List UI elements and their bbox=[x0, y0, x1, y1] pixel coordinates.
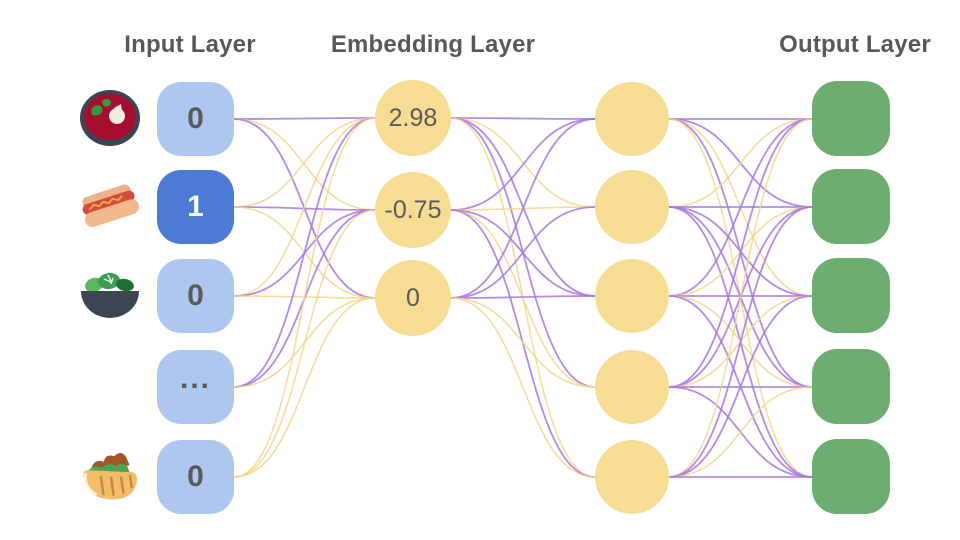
connection-edge bbox=[668, 118, 813, 388]
connection-edge bbox=[668, 118, 813, 478]
connection-edge bbox=[233, 117, 376, 208]
embedding-node: -0.75 bbox=[375, 172, 451, 248]
input-node: 0 bbox=[157, 440, 234, 514]
hotdog-icon bbox=[78, 175, 142, 239]
connection-edge bbox=[233, 209, 376, 478]
output-node bbox=[812, 439, 890, 514]
connection-edge bbox=[450, 209, 596, 388]
embedding-layer-heading: Embedding Layer bbox=[330, 31, 536, 58]
connection-edge bbox=[450, 117, 596, 208]
input-node-value: 1 bbox=[187, 190, 204, 223]
connection-edge bbox=[450, 118, 596, 211]
connection-edge bbox=[233, 117, 376, 478]
connection-edge bbox=[668, 118, 813, 208]
connection-edge bbox=[450, 297, 596, 478]
connection-edge bbox=[450, 295, 596, 299]
embedding-node: 0 bbox=[375, 260, 451, 336]
connection-edge bbox=[450, 297, 596, 388]
embedding-node-value: -0.75 bbox=[384, 195, 442, 224]
connection-edge bbox=[233, 117, 376, 297]
output-node bbox=[812, 349, 890, 424]
embedding-node-value: 0 bbox=[406, 283, 420, 312]
input-node-value: ... bbox=[179, 362, 211, 395]
connection-edge bbox=[450, 117, 596, 120]
input-layer-heading: Input Layer bbox=[124, 31, 256, 58]
connection-edge bbox=[450, 118, 596, 299]
salad-icon bbox=[78, 264, 142, 328]
connection-edge bbox=[668, 118, 813, 297]
output-node bbox=[812, 258, 890, 333]
connection-edge bbox=[668, 206, 813, 478]
output-layer-heading: Output Layer bbox=[779, 31, 931, 58]
connection-edge bbox=[233, 117, 376, 388]
connection-edge bbox=[450, 206, 596, 299]
connection-edge bbox=[233, 118, 376, 211]
output-node bbox=[812, 81, 890, 156]
hidden-node bbox=[595, 170, 669, 244]
output-node bbox=[812, 169, 890, 244]
input-node-value: 0 bbox=[187, 279, 204, 312]
input-node-value: 0 bbox=[187, 102, 204, 135]
hidden-node bbox=[595, 82, 669, 156]
hidden-node bbox=[595, 259, 669, 333]
embedding-node-value: 2.98 bbox=[388, 103, 438, 132]
connection-edge bbox=[233, 297, 376, 478]
input-node: 0 bbox=[157, 259, 234, 333]
input-node: ... bbox=[157, 350, 234, 424]
embedding-node: 2.98 bbox=[375, 80, 451, 156]
input-node-value: 0 bbox=[187, 460, 204, 493]
connection-edge bbox=[668, 386, 813, 478]
input-node: 0 bbox=[157, 82, 234, 156]
hidden-node bbox=[595, 350, 669, 424]
connection-edge bbox=[668, 295, 813, 478]
hidden-node bbox=[595, 440, 669, 514]
connection-edge bbox=[233, 117, 376, 120]
borscht-icon bbox=[78, 87, 142, 151]
input-node: 1 bbox=[157, 170, 234, 244]
pita-icon bbox=[78, 445, 142, 509]
